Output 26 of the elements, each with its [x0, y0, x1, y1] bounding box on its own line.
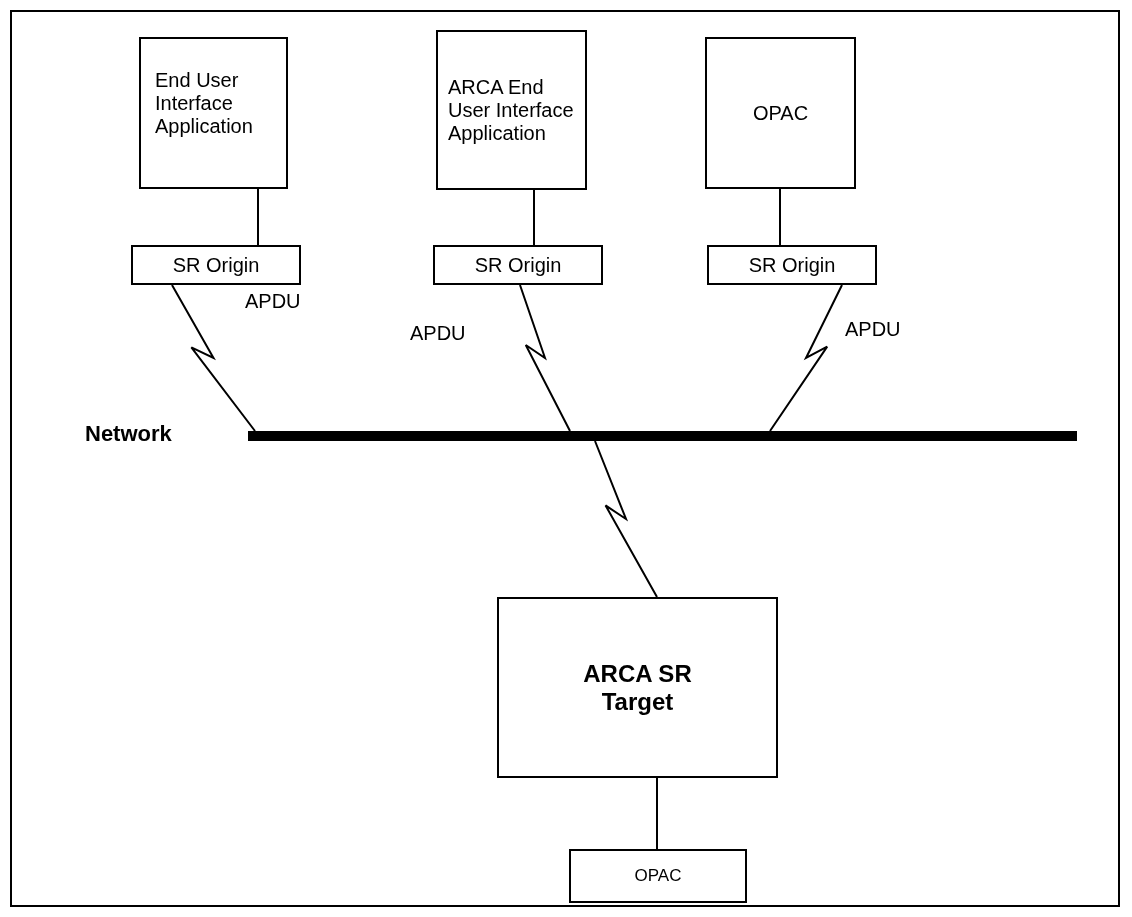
system-box	[433, 245, 603, 285]
lightning-link	[519, 284, 571, 432]
connector-line	[656, 777, 658, 850]
connector-line	[257, 188, 259, 246]
system-box	[705, 37, 856, 189]
box-label: OPAC	[752, 101, 809, 125]
box-label: ARCA End User Interface Application	[448, 75, 575, 145]
system-box	[139, 37, 288, 189]
box-label: SR Origin	[474, 253, 562, 277]
box-label: ARCA SR Target	[582, 659, 693, 716]
system-box	[569, 849, 747, 903]
network-bar	[248, 431, 1077, 441]
box-label: SR Origin	[172, 253, 260, 277]
system-box	[707, 245, 877, 285]
lightning-link	[171, 284, 256, 432]
connector-line	[779, 188, 781, 246]
system-box	[497, 597, 778, 778]
box-label: OPAC	[634, 866, 682, 886]
box-label: SR Origin	[748, 253, 836, 277]
network-label: Network	[85, 421, 172, 447]
lightning-link	[594, 440, 658, 598]
box-label: End User Interface Application	[155, 68, 254, 138]
connector-line	[533, 189, 535, 246]
system-box	[131, 245, 301, 285]
lightning-link	[769, 284, 843, 432]
system-box	[436, 30, 587, 190]
